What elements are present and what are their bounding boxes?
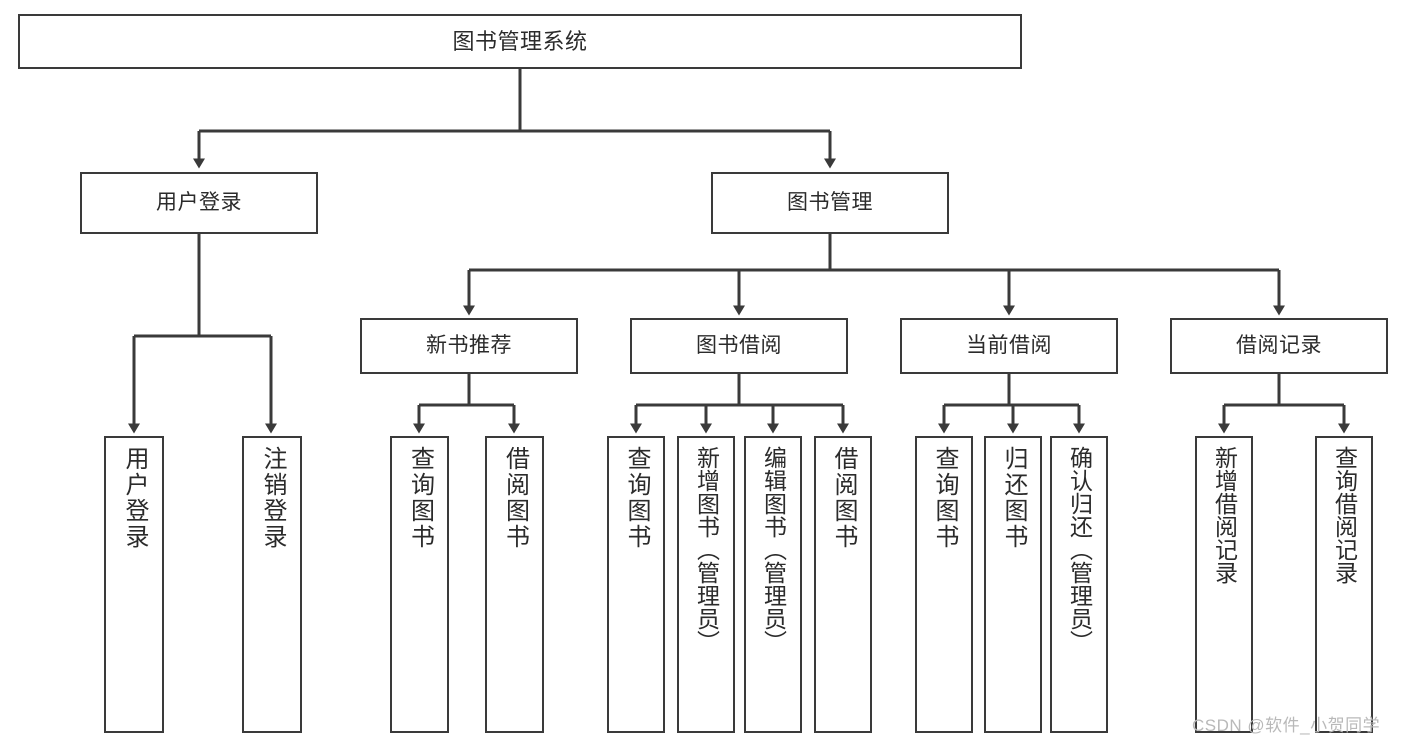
node-label: 查询借阅记录 xyxy=(1331,446,1358,584)
leaf-borrow-borrow-book[interactable]: 借阅图书 xyxy=(814,436,872,733)
node-book-borrow[interactable]: 图书借阅 xyxy=(630,318,848,374)
leaf-new-book-query[interactable]: 查询图书 xyxy=(390,436,449,733)
watermark: CSDN @软件_小贺同学 xyxy=(1192,716,1381,735)
node-user-login[interactable]: 用户登录 xyxy=(80,172,318,234)
node-label: 借阅记录 xyxy=(1236,333,1322,357)
node-label: 归还图书 xyxy=(1000,446,1027,550)
leaf-current-confirm-return[interactable]: 确认归还（管理员） xyxy=(1050,436,1108,733)
leaf-user-login[interactable]: 用户登录 xyxy=(104,436,164,733)
leaf-current-return-book[interactable]: 归还图书 xyxy=(984,436,1042,733)
node-label: 借阅图书 xyxy=(501,446,529,550)
leaf-user-logout[interactable]: 注销登录 xyxy=(242,436,302,733)
node-label: 编辑图书（管理员） xyxy=(760,446,787,653)
node-label: 新书推荐 xyxy=(426,333,512,357)
node-label: 用户登录 xyxy=(156,190,242,214)
node-borrow-record[interactable]: 借阅记录 xyxy=(1170,318,1388,374)
leaf-record-add[interactable]: 新增借阅记录 xyxy=(1195,436,1253,733)
node-current-borrow[interactable]: 当前借阅 xyxy=(900,318,1118,374)
node-root-system[interactable]: 图书管理系统 xyxy=(18,14,1022,69)
node-label: 图书管理系统 xyxy=(452,28,588,54)
node-label: 查询图书 xyxy=(931,446,958,550)
node-label: 借阅图书 xyxy=(830,446,857,550)
leaf-borrow-query-book[interactable]: 查询图书 xyxy=(607,436,665,733)
node-label: 图书管理 xyxy=(787,190,873,214)
node-book-management[interactable]: 图书管理 xyxy=(711,172,949,234)
leaf-new-book-borrow[interactable]: 借阅图书 xyxy=(485,436,544,733)
node-label: 查询图书 xyxy=(406,446,434,550)
node-label: 查询图书 xyxy=(623,446,650,550)
node-label: 新增借阅记录 xyxy=(1211,446,1238,584)
node-label: 用户登录 xyxy=(121,446,148,550)
node-label: 图书借阅 xyxy=(696,333,782,357)
leaf-record-query[interactable]: 查询借阅记录 xyxy=(1315,436,1373,733)
node-label: 新增图书（管理员） xyxy=(693,446,720,653)
leaf-current-query-book[interactable]: 查询图书 xyxy=(915,436,973,733)
node-label: 注销登录 xyxy=(259,446,286,550)
node-new-book-recommend[interactable]: 新书推荐 xyxy=(360,318,578,374)
leaf-borrow-edit-book[interactable]: 编辑图书（管理员） xyxy=(744,436,802,733)
node-label: 当前借阅 xyxy=(966,333,1052,357)
leaf-borrow-add-book[interactable]: 新增图书（管理员） xyxy=(677,436,735,733)
node-label: 确认归还（管理员） xyxy=(1066,446,1093,653)
